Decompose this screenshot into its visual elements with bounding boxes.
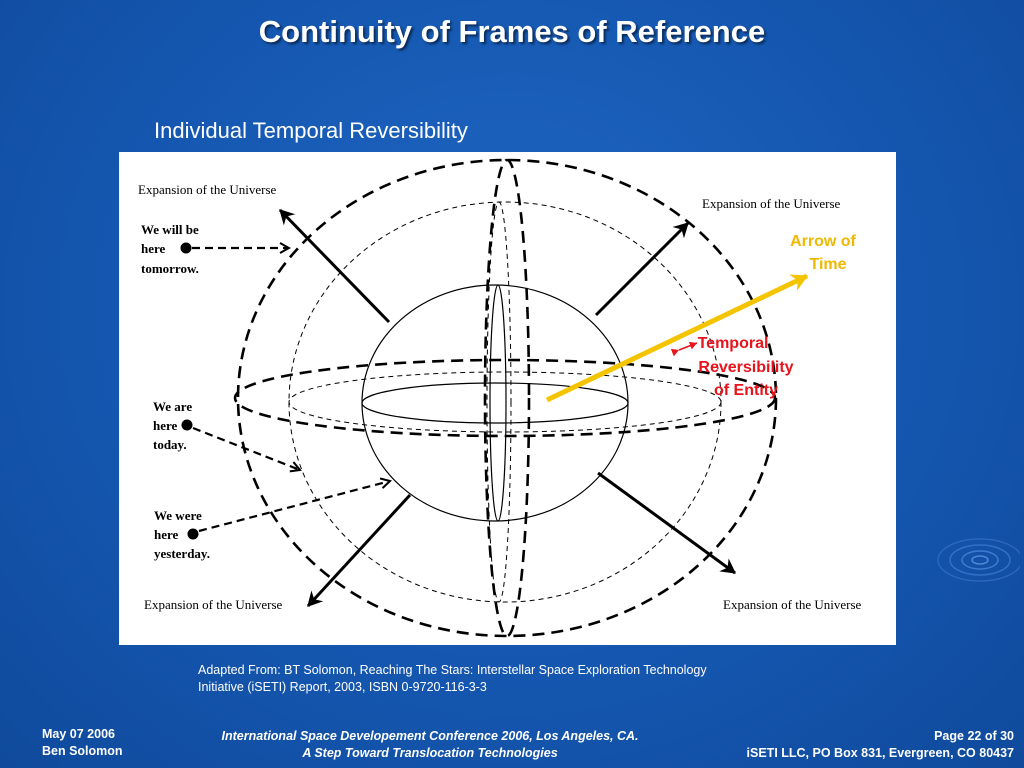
temporal-reversibility-line2: Reversibility xyxy=(698,359,793,376)
today-label-line3: today. xyxy=(153,437,187,452)
footer-date: May 07 2006 xyxy=(42,727,115,741)
footer-center: International Space Developement Confere… xyxy=(170,728,690,762)
pointer-today xyxy=(192,426,300,470)
footer-conference: International Space Developement Confere… xyxy=(221,729,639,743)
inner-equator xyxy=(361,382,629,424)
temporal-reversibility-line3: of Entity xyxy=(714,382,778,399)
water-ripple-decoration xyxy=(937,538,1020,582)
arrow-of-time-label-line1: Arrow of xyxy=(790,233,856,250)
expansion-arrow-bottom-left xyxy=(306,493,412,608)
today-label-line1: We are xyxy=(153,399,192,414)
slide-title: Continuity of Frames of Reference xyxy=(258,14,766,49)
outer-meridian xyxy=(483,158,531,638)
footer-page: Page 22 of 30 xyxy=(934,729,1014,743)
inner-meridian xyxy=(489,284,507,522)
today-label-line2: here xyxy=(153,418,178,433)
tomorrow-label-line2: here xyxy=(141,241,166,256)
expansion-arrow-top-left xyxy=(278,208,391,324)
inner-sphere xyxy=(361,284,629,522)
caption-line-1: Adapted From: BT Solomon, Reaching The S… xyxy=(198,663,707,677)
middle-meridian xyxy=(486,201,512,603)
slide-subtitle: Individual Temporal Reversibility xyxy=(154,118,468,143)
footer-org: iSETI LLC, PO Box 831, Evergreen, CO 804… xyxy=(746,746,1014,760)
yesterday-label-line2: here xyxy=(154,527,179,542)
marker-dot-today xyxy=(181,419,193,431)
expansion-label-bottom-right: Expansion of the Universe xyxy=(723,597,862,612)
yesterday-label-line3: yesterday. xyxy=(154,546,210,561)
pointer-yesterday xyxy=(198,481,390,533)
expansion-label-top-right: Expansion of the Universe xyxy=(702,196,841,211)
footer-talk: A Step Toward Translocation Technologies xyxy=(302,746,558,760)
footer-left: May 07 2006 Ben Solomon xyxy=(42,726,123,760)
middle-equator xyxy=(288,371,722,433)
marker-dot-tomorrow xyxy=(180,242,192,254)
footer-author: Ben Solomon xyxy=(42,744,123,758)
temporal-reversibility-line1: Temporal xyxy=(698,335,769,352)
diagram-panel: Expansion of the Universe Expansion of t… xyxy=(119,152,896,645)
marker-dot-yesterday xyxy=(187,528,199,540)
footer-right: Page 22 of 30 iSETI LLC, PO Box 831, Eve… xyxy=(747,728,1014,762)
arrow-of-time-label-line2: Time xyxy=(809,256,846,273)
tomorrow-label-line3: tomorrow. xyxy=(141,261,199,276)
expansion-label-top-left: Expansion of the Universe xyxy=(138,182,277,197)
yesterday-label-line1: We were xyxy=(154,508,202,523)
frames-diagram: Expansion of the Universe Expansion of t… xyxy=(138,158,862,638)
caption-line-2: Initiative (iSETI) Report, 2003, ISBN 0-… xyxy=(198,680,487,694)
arrow-of-time xyxy=(545,273,809,403)
expansion-arrow-bottom-right xyxy=(597,471,736,575)
middle-sphere xyxy=(288,201,722,603)
outer-equator xyxy=(233,358,777,438)
outer-sphere xyxy=(236,158,778,638)
expansion-label-bottom-left: Expansion of the Universe xyxy=(144,597,283,612)
reversibility-arrow xyxy=(670,341,698,357)
tomorrow-label-line1: We will be xyxy=(141,222,199,237)
expansion-arrow-top-right xyxy=(594,221,690,317)
source-caption: Adapted From: BT Solomon, Reaching The S… xyxy=(198,662,818,696)
